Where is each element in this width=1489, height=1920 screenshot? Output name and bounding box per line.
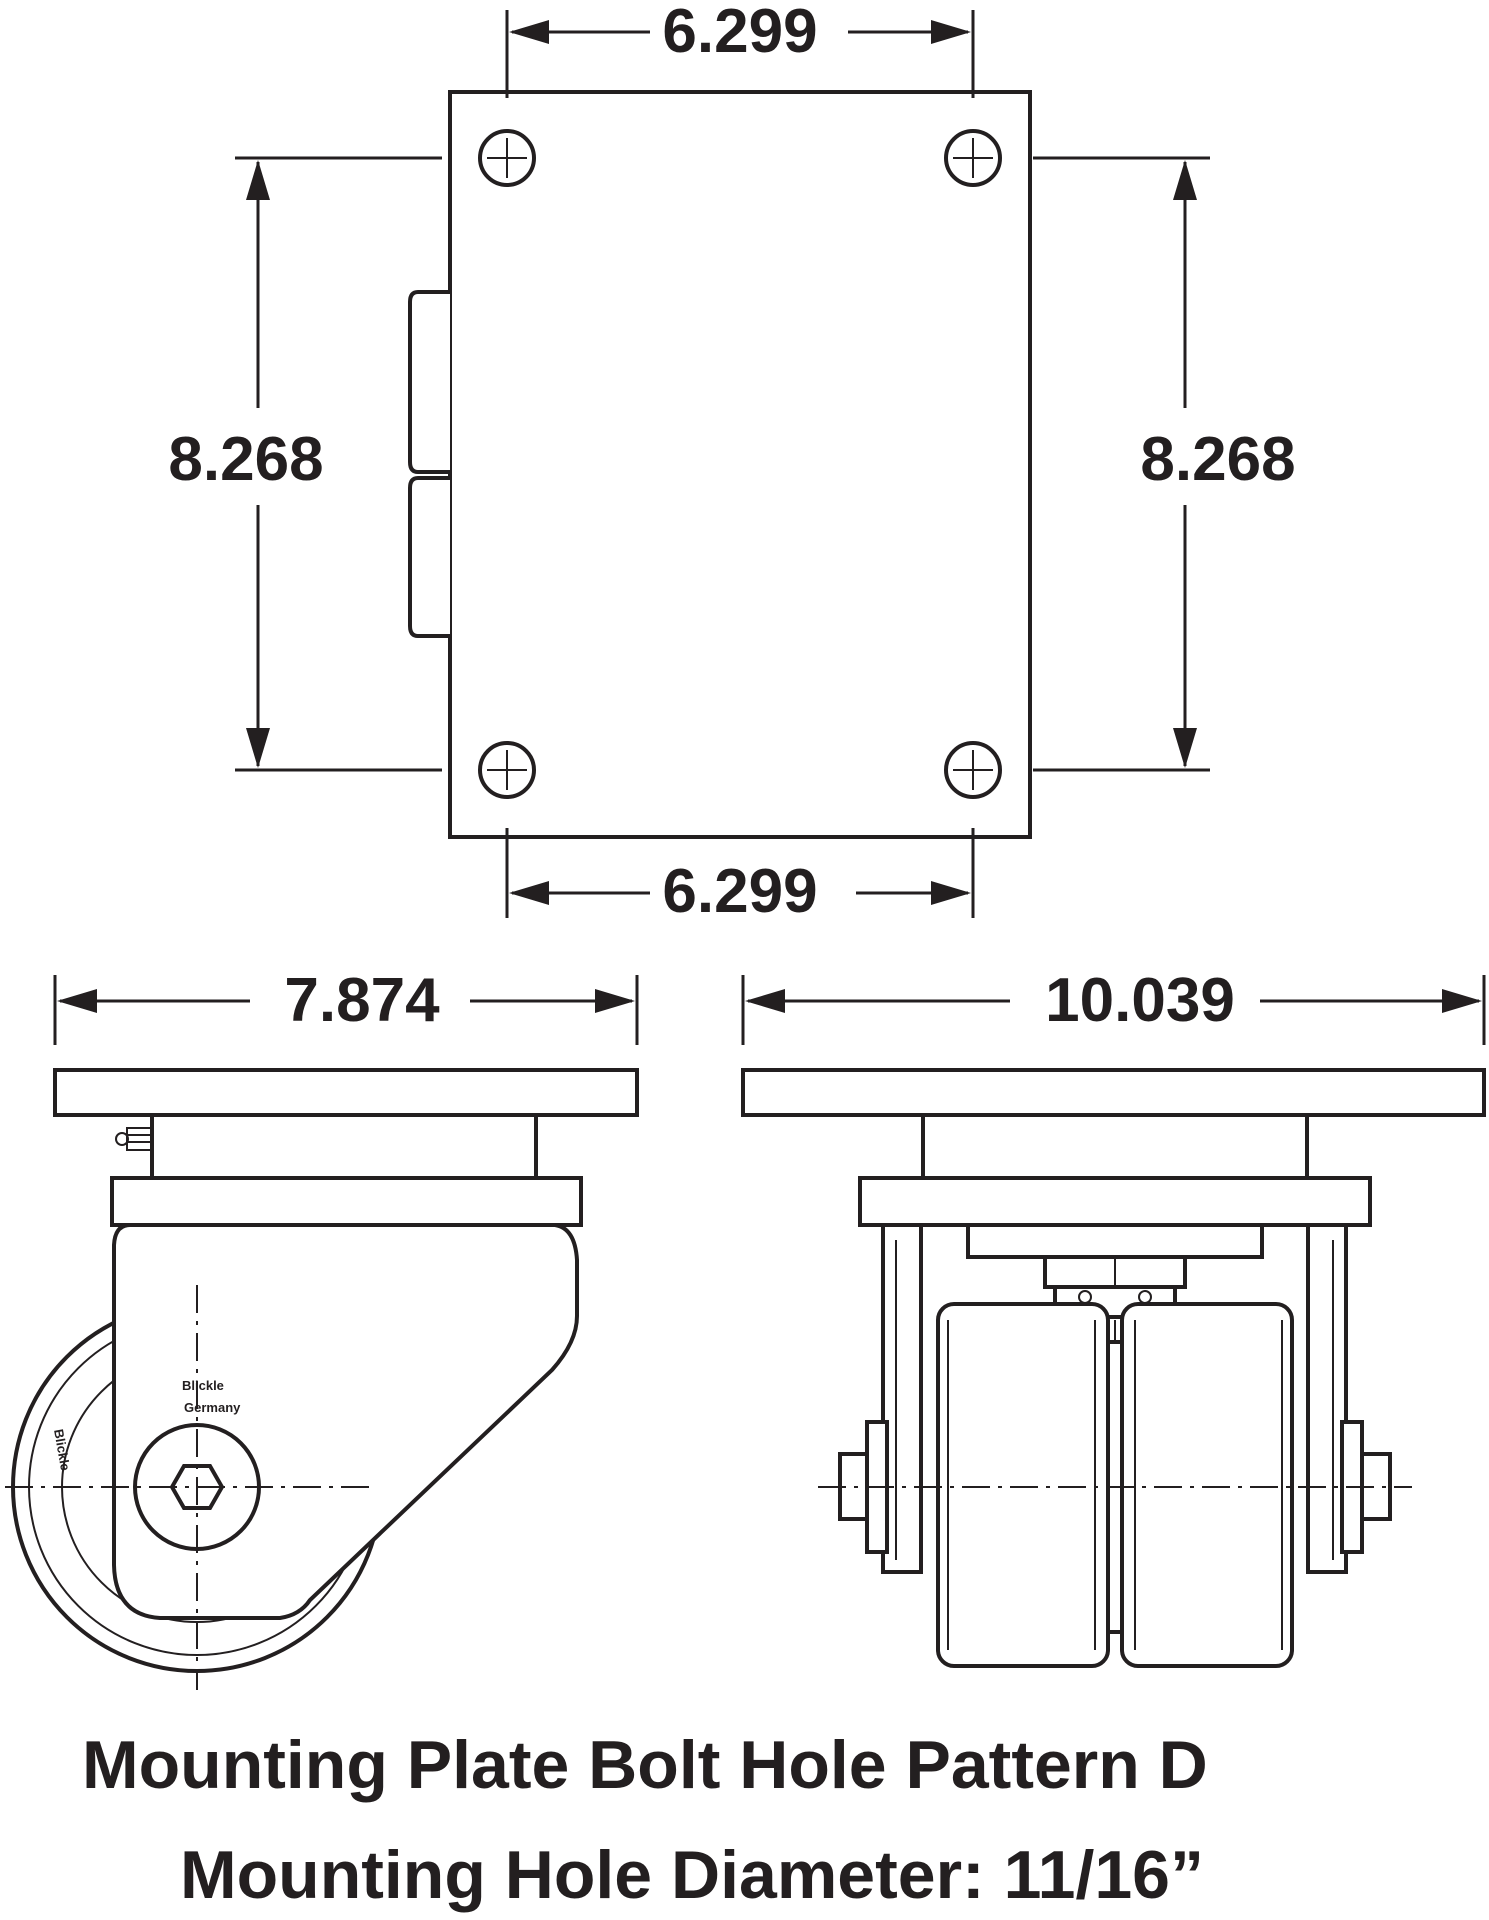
top-view: 6.299 6.299 8.268 <box>168 0 1295 926</box>
front-fork-leg-right <box>1306 1223 1348 1574</box>
dimension-side-width: 7.874 <box>53 966 639 1045</box>
fork-brand-text-1: Blickle <box>182 1378 224 1393</box>
dimension-side-width-label: 7.874 <box>284 966 440 1035</box>
axle-bolt-left <box>838 1420 889 1554</box>
grease-nipple-icon <box>115 1127 153 1151</box>
swivel-lock-tab-upper <box>408 290 450 474</box>
dimension-right-label: 8.268 <box>1140 425 1295 494</box>
front-wheel-left <box>936 1302 1110 1668</box>
dimension-front-width: 10.039 <box>741 966 1486 1045</box>
caption-line-2: Mounting Hole Diameter: 11/16” <box>180 1837 1204 1913</box>
dimension-left: 8.268 <box>168 156 442 772</box>
front-view: 10.039 <box>741 966 1486 1668</box>
bolt-hole-bottom-right <box>944 741 1002 799</box>
side-top-ring <box>110 1176 583 1227</box>
side-view: 7.874 Blickle Blickle Germ <box>5 966 639 1690</box>
dimension-bottom-label: 6.299 <box>662 857 817 926</box>
front-inner-block <box>966 1223 1264 1259</box>
bolt-hole-top-left <box>478 129 536 187</box>
bolt-hole-bottom-left <box>478 741 536 799</box>
dimension-right: 8.268 <box>1033 156 1296 772</box>
front-wheel-right <box>1120 1302 1294 1668</box>
wheel-brand-text: Blickle <box>51 1428 73 1472</box>
dimension-top-label: 6.299 <box>662 0 817 66</box>
dimension-top: 6.299 <box>505 0 975 98</box>
bolt-hole-top-right <box>944 129 1002 187</box>
front-mounting-plate <box>741 1068 1486 1117</box>
mounting-plate-outline <box>448 90 1032 839</box>
front-top-ring <box>858 1176 1372 1227</box>
front-fork-leg-left <box>881 1223 923 1574</box>
dimension-front-width-label: 10.039 <box>1045 966 1235 1035</box>
side-fork-body <box>112 1223 579 1620</box>
side-mounting-plate <box>53 1068 639 1117</box>
side-swivel-body <box>150 1113 538 1180</box>
swivel-lock-tab-lower <box>408 476 450 638</box>
dimension-left-label: 8.268 <box>168 425 323 494</box>
fork-brand-text-2: Germany <box>184 1400 241 1415</box>
caption-line-1: Mounting Plate Bolt Hole Pattern D <box>82 1727 1208 1803</box>
front-swivel-body <box>921 1113 1309 1180</box>
dimension-bottom: 6.299 <box>505 828 975 926</box>
